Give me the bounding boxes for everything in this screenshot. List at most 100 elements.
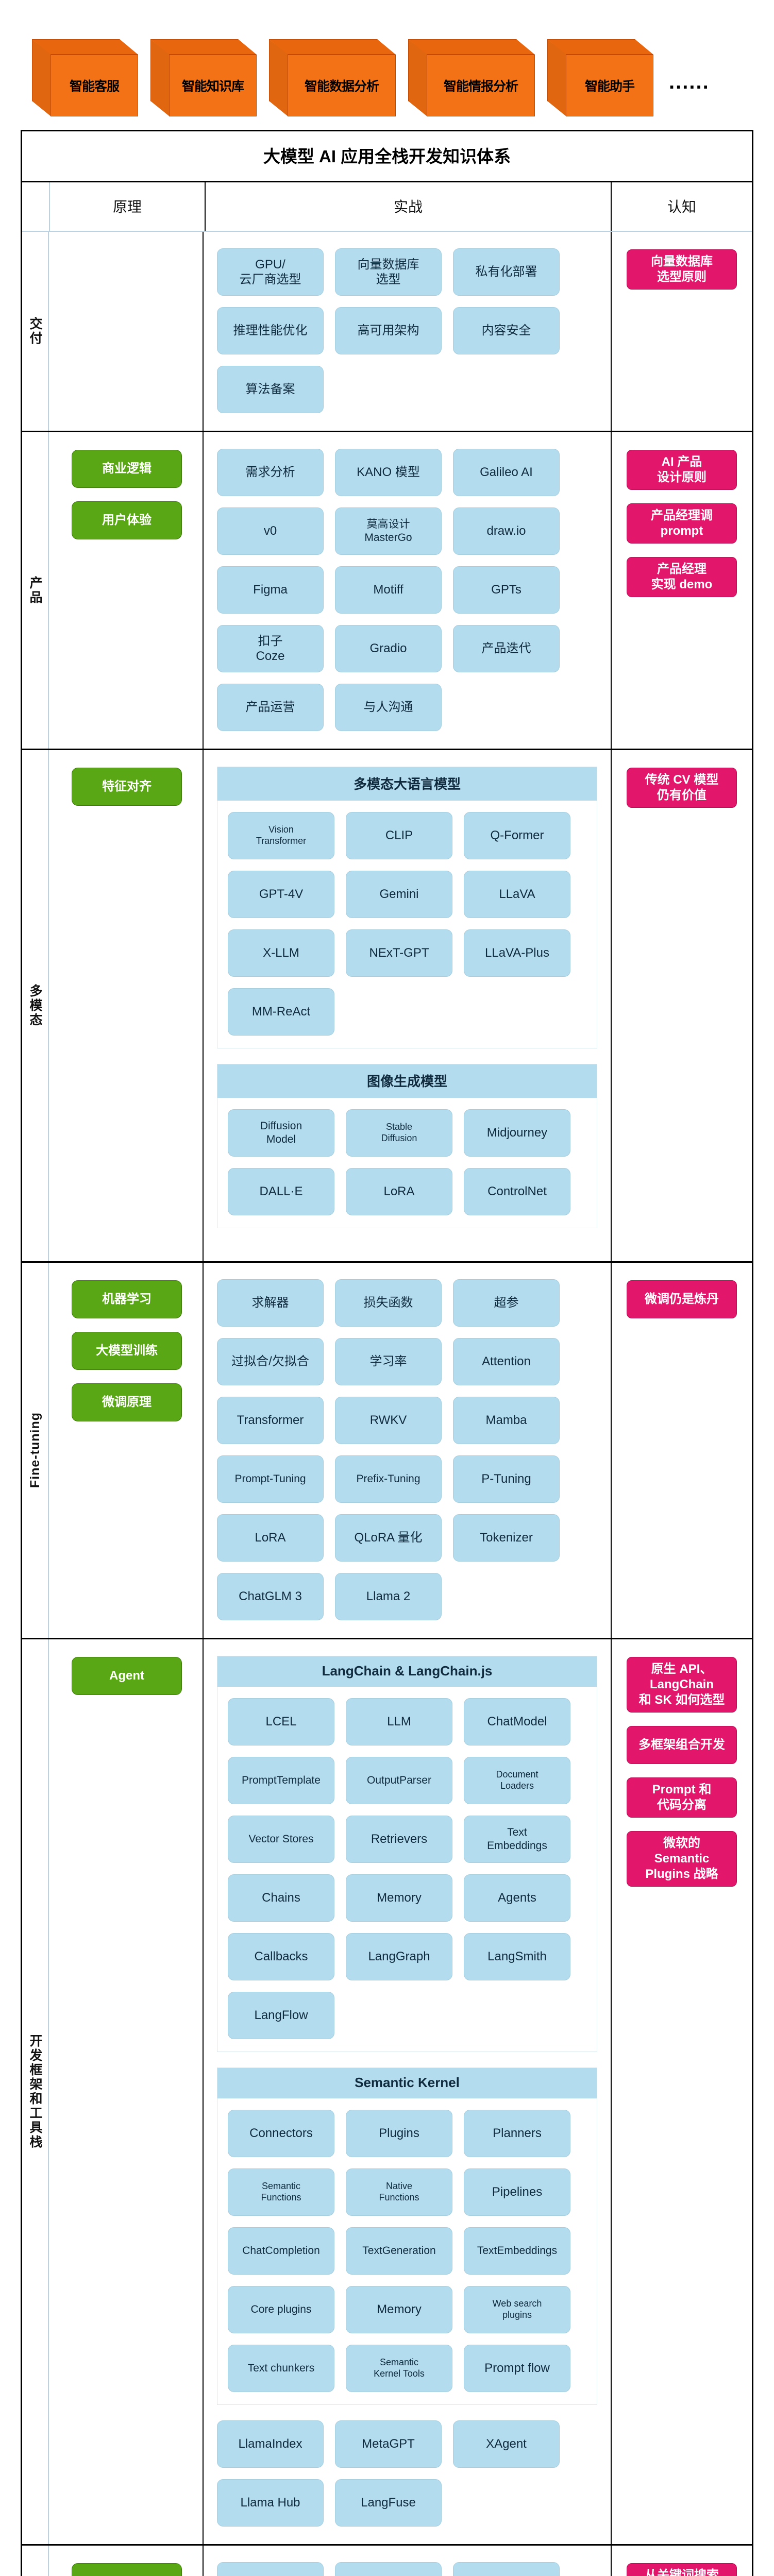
- cognition-chip[interactable]: 微调仍是炼丹: [627, 1280, 737, 1318]
- practice-chip[interactable]: QLoRA 量化: [335, 1514, 442, 1562]
- practice-chip[interactable]: 私有化部署: [453, 248, 560, 296]
- practice-chip[interactable]: Vector Stores: [228, 1816, 334, 1863]
- practice-chip[interactable]: Document Loaders: [464, 1757, 570, 1804]
- practice-chip[interactable]: Gradio: [335, 625, 442, 672]
- principle-chip[interactable]: 大模型训练: [72, 1332, 182, 1370]
- principle-chip[interactable]: 微调原理: [72, 1383, 182, 1421]
- practice-chip[interactable]: MetaGPT: [335, 2420, 442, 2468]
- practice-chip[interactable]: Callbacks: [228, 1933, 334, 1980]
- practice-chip[interactable]: NExT-GPT: [346, 929, 452, 977]
- practice-chip[interactable]: CLIP: [346, 812, 452, 859]
- practice-chip[interactable]: DALL·E: [228, 1168, 334, 1215]
- practice-chip[interactable]: Prompt-Tuning: [217, 1455, 324, 1503]
- practice-chip[interactable]: 过拟合/欠拟合: [217, 1338, 324, 1385]
- practice-chip[interactable]: LLaVA-Plus: [464, 929, 570, 977]
- practice-chip[interactable]: Midjourney: [464, 1109, 570, 1157]
- practice-chip[interactable]: LangGraph: [346, 1933, 452, 1980]
- practice-chip[interactable]: 句子向量: [335, 2562, 442, 2576]
- practice-chip[interactable]: 篇章向量: [453, 2562, 560, 2576]
- practice-chip[interactable]: LangFuse: [335, 2479, 442, 2527]
- practice-chip[interactable]: Text Embeddings: [464, 1816, 570, 1863]
- cognition-chip[interactable]: 多框架组合开发: [627, 1726, 737, 1764]
- practice-chip[interactable]: LlamaIndex: [217, 2420, 324, 2468]
- cognition-chip[interactable]: 产品经理调 prompt: [627, 503, 737, 544]
- practice-chip[interactable]: Semantic Kernel Tools: [346, 2345, 452, 2392]
- practice-chip[interactable]: Retrievers: [346, 1816, 452, 1863]
- practice-chip[interactable]: P-Tuning: [453, 1455, 560, 1503]
- practice-chip[interactable]: Prefix-Tuning: [335, 1455, 442, 1503]
- practice-chip[interactable]: Prompt flow: [464, 2345, 570, 2392]
- practice-chip[interactable]: LLM: [346, 1698, 452, 1745]
- practice-chip[interactable]: 与人沟通: [335, 684, 442, 731]
- cognition-chip[interactable]: 向量数据库 选型原则: [627, 249, 737, 290]
- practice-chip[interactable]: Figma: [217, 566, 324, 614]
- practice-chip[interactable]: Galileo AI: [453, 449, 560, 496]
- cognition-chip[interactable]: 原生 API、 LangChain 和 SK 如何选型: [627, 1657, 737, 1713]
- practice-chip[interactable]: Llama 2: [335, 1573, 442, 1620]
- practice-chip[interactable]: v0: [217, 507, 324, 555]
- practice-chip[interactable]: MM-ReAct: [228, 988, 334, 1036]
- practice-chip[interactable]: Planners: [464, 2110, 570, 2157]
- practice-chip[interactable]: 需求分析: [217, 449, 324, 496]
- cognition-chip[interactable]: Prompt 和 代码分离: [627, 1777, 737, 1818]
- principle-chip[interactable]: Embeddings: [72, 2563, 182, 2576]
- cognition-chip[interactable]: 微软的 Semantic Plugins 战略: [627, 1831, 737, 1887]
- practice-chip[interactable]: GPT-4V: [228, 871, 334, 918]
- practice-chip[interactable]: Core plugins: [228, 2286, 334, 2333]
- practice-chip[interactable]: TextGeneration: [346, 2227, 452, 2275]
- practice-chip[interactable]: PromptTemplate: [228, 1757, 334, 1804]
- practice-chip[interactable]: Pipelines: [464, 2168, 570, 2216]
- practice-chip[interactable]: Diffusion Model: [228, 1109, 334, 1157]
- practice-chip[interactable]: Plugins: [346, 2110, 452, 2157]
- practice-chip[interactable]: 产品运营: [217, 684, 324, 731]
- practice-chip[interactable]: Transformer: [217, 1397, 324, 1444]
- practice-chip[interactable]: X-LLM: [228, 929, 334, 977]
- practice-chip[interactable]: TextEmbeddings: [464, 2227, 570, 2275]
- practice-chip[interactable]: ChatGLM 3: [217, 1573, 324, 1620]
- practice-chip[interactable]: Stable Diffusion: [346, 1109, 452, 1157]
- practice-chip[interactable]: LangSmith: [464, 1933, 570, 1980]
- practice-chip[interactable]: Chains: [228, 1874, 334, 1922]
- practice-chip[interactable]: Llama Hub: [217, 2479, 324, 2527]
- principle-chip[interactable]: 用户体验: [72, 501, 182, 539]
- cognition-chip[interactable]: 传统 CV 模型 仍有价值: [627, 768, 737, 808]
- practice-chip[interactable]: GPTs: [453, 566, 560, 614]
- principle-chip[interactable]: 商业逻辑: [72, 450, 182, 488]
- practice-chip[interactable]: Gemini: [346, 871, 452, 918]
- practice-chip[interactable]: 词向量: [217, 2562, 324, 2576]
- practice-chip[interactable]: 向量数据库 选型: [335, 248, 442, 296]
- practice-chip[interactable]: 高可用架构: [335, 307, 442, 354]
- practice-chip[interactable]: Semantic Functions: [228, 2168, 334, 2216]
- practice-chip[interactable]: Tokenizer: [453, 1514, 560, 1562]
- practice-chip[interactable]: 产品迭代: [453, 625, 560, 672]
- practice-chip[interactable]: Agents: [464, 1874, 570, 1922]
- practice-chip[interactable]: XAgent: [453, 2420, 560, 2468]
- practice-chip[interactable]: Connectors: [228, 2110, 334, 2157]
- practice-chip[interactable]: Mamba: [453, 1397, 560, 1444]
- practice-chip[interactable]: 莫高设计 MasterGo: [335, 507, 442, 555]
- practice-chip[interactable]: 推理性能优化: [217, 307, 324, 354]
- practice-chip[interactable]: 算法备案: [217, 366, 324, 413]
- principle-chip[interactable]: 机器学习: [72, 1280, 182, 1318]
- practice-chip[interactable]: LoRA: [217, 1514, 324, 1562]
- practice-chip[interactable]: LangFlow: [228, 1992, 334, 2039]
- practice-chip[interactable]: ChatCompletion: [228, 2227, 334, 2275]
- practice-chip[interactable]: LoRA: [346, 1168, 452, 1215]
- practice-chip[interactable]: RWKV: [335, 1397, 442, 1444]
- practice-chip[interactable]: Motiff: [335, 566, 442, 614]
- practice-chip[interactable]: 超参: [453, 1279, 560, 1327]
- cognition-chip[interactable]: 产品经理 实现 demo: [627, 557, 737, 597]
- practice-chip[interactable]: Memory: [346, 1874, 452, 1922]
- practice-chip[interactable]: Memory: [346, 2286, 452, 2333]
- practice-chip[interactable]: ChatModel: [464, 1698, 570, 1745]
- practice-chip[interactable]: KANO 模型: [335, 449, 442, 496]
- practice-chip[interactable]: GPU/ 云厂商选型: [217, 248, 324, 296]
- practice-chip[interactable]: draw.io: [453, 507, 560, 555]
- practice-chip[interactable]: 内容安全: [453, 307, 560, 354]
- practice-chip[interactable]: Vision Transformer: [228, 812, 334, 859]
- practice-chip[interactable]: 学习率: [335, 1338, 442, 1385]
- practice-chip[interactable]: LLaVA: [464, 871, 570, 918]
- principle-chip[interactable]: Agent: [72, 1657, 182, 1695]
- cognition-chip[interactable]: 从关键词搜索 转向向量搜索: [627, 2563, 737, 2576]
- practice-chip[interactable]: LCEL: [228, 1698, 334, 1745]
